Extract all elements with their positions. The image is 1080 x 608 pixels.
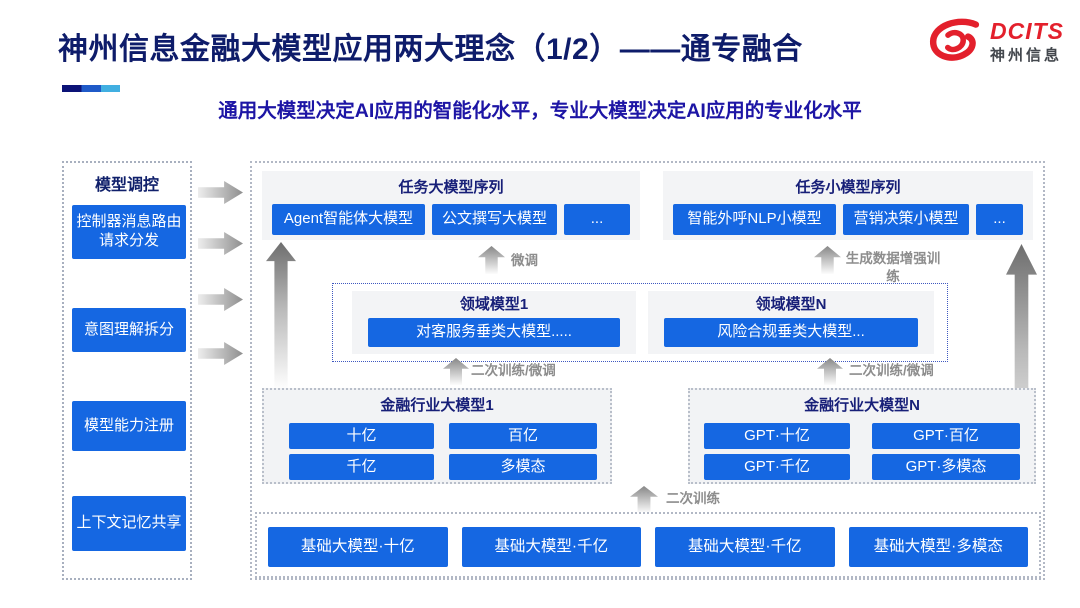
task-large-title: 任务大模型序列 bbox=[398, 179, 504, 196]
base-models-panel: 基础大模型·十亿 基础大模型·千亿 基础大模型·千亿 基础大模型·多模态 bbox=[255, 512, 1041, 578]
industry-model-n-panel: 金融行业大模型N GPT·十亿 GPT·百亿 GPT·千亿 GPT·多模态 bbox=[688, 388, 1036, 484]
retrain-ft-left-label: 二次训练/微调 bbox=[471, 363, 556, 378]
augment-label: 生成数据增强训练 bbox=[845, 251, 941, 284]
base-models-row: 基础大模型·十亿 基础大模型·千亿 基础大模型·千亿 基础大模型·多模态 bbox=[268, 527, 1028, 567]
sidebar-item-context-memory: 上下文记忆共享 bbox=[72, 496, 186, 551]
model-box-risk-compliance: 风险合规垂类大模型... bbox=[664, 318, 918, 347]
page-title: 神州信息金融大模型应用两大理念（1/2）——通专融合 bbox=[58, 33, 803, 66]
domain-model-n-panel: 领域模型N 风险合规垂类大模型... bbox=[648, 291, 934, 354]
industry-model-1-title: 金融行业大模型1 bbox=[380, 397, 494, 414]
domain-model-1-panel: 领域模型1 对客服务垂类大模型..... bbox=[352, 291, 636, 354]
title-accent-bar bbox=[62, 85, 120, 92]
model-box-ellipsis: ... bbox=[564, 204, 630, 235]
retrain-ft-right-label: 二次训练/微调 bbox=[849, 363, 934, 378]
model-box-marketing-decision: 营销决策小模型 bbox=[843, 204, 969, 235]
model-box-base-100b: 基础大模型·千亿 bbox=[461, 527, 641, 567]
right-arrow-icon bbox=[198, 181, 243, 204]
model-box-multimodal: 多模态 bbox=[449, 454, 597, 480]
logo: DCITS 神州信息 bbox=[928, 18, 1064, 66]
task-large-model-panel: 任务大模型序列 Agent智能体大模型 公文撰写大模型 ... bbox=[262, 171, 640, 240]
domain-models-frame bbox=[332, 283, 948, 362]
logo-cn: 神州信息 bbox=[990, 46, 1063, 64]
task-large-row: Agent智能体大模型 公文撰写大模型 ... bbox=[272, 204, 630, 235]
industry-model-n-title: 金融行业大模型N bbox=[804, 397, 920, 414]
model-box-base-multimodal: 基础大模型·多模态 bbox=[848, 527, 1028, 567]
model-control-panel: 模型调控 控制器消息路由请求分发 意图理解拆分 模型能力注册 上下文记忆共享 bbox=[62, 161, 192, 580]
model-box-ellipsis: ... bbox=[976, 204, 1023, 235]
model-control-title: 模型调控 bbox=[94, 177, 159, 194]
domain-model-n-title: 领域模型N bbox=[755, 296, 827, 313]
page-subtitle: 通用大模型决定AI应用的智能化水平，专业大模型决定AI应用的专业化水平 bbox=[218, 100, 862, 122]
model-box-gpt-1b: GPT·十亿 bbox=[704, 423, 850, 449]
right-arrow-icon bbox=[198, 288, 243, 311]
dcits-swirl-icon bbox=[928, 18, 984, 66]
model-box-10b: 百亿 bbox=[449, 423, 597, 449]
task-small-row: 智能外呼NLP小模型 营销决策小模型 ... bbox=[673, 204, 1023, 235]
main-diagram-frame bbox=[250, 161, 1045, 580]
finetune-label: 微调 bbox=[511, 253, 538, 268]
model-box-gpt-multimodal: GPT·多模态 bbox=[872, 454, 1020, 480]
model-box-gpt-10b: GPT·百亿 bbox=[872, 423, 1020, 449]
model-box-100b: 千亿 bbox=[289, 454, 434, 480]
sidebar-item-intent-split: 意图理解拆分 bbox=[72, 308, 186, 352]
right-arrow-icon bbox=[198, 232, 243, 255]
sidebar-item-router-dispatch: 控制器消息路由请求分发 bbox=[72, 205, 186, 259]
retrain-label: 二次训练 bbox=[666, 491, 720, 506]
industry-model-1-panel: 金融行业大模型1 十亿 百亿 千亿 多模态 bbox=[262, 388, 612, 484]
sidebar-item-capability-register: 模型能力注册 bbox=[72, 401, 186, 451]
logo-text: DCITS 神州信息 bbox=[990, 19, 1064, 64]
model-box-gpt-100b: GPT·千亿 bbox=[704, 454, 850, 480]
model-box-base-100b-2: 基础大模型·千亿 bbox=[655, 527, 835, 567]
model-box-1b: 十亿 bbox=[289, 423, 434, 449]
model-box-agent: Agent智能体大模型 bbox=[272, 204, 425, 235]
model-box-document-writing: 公文撰写大模型 bbox=[432, 204, 557, 235]
logo-en: DCITS bbox=[990, 18, 1064, 45]
model-box-nlp-outbound: 智能外呼NLP小模型 bbox=[673, 204, 836, 235]
domain-model-1-title: 领域模型1 bbox=[459, 296, 529, 313]
right-arrow-icon bbox=[198, 342, 243, 365]
model-box-base-1b: 基础大模型·十亿 bbox=[268, 527, 448, 567]
task-small-model-panel: 任务小模型序列 智能外呼NLP小模型 营销决策小模型 ... bbox=[663, 171, 1033, 240]
model-box-customer-service: 对客服务垂类大模型..... bbox=[368, 318, 620, 347]
task-small-title: 任务小模型序列 bbox=[795, 179, 901, 196]
